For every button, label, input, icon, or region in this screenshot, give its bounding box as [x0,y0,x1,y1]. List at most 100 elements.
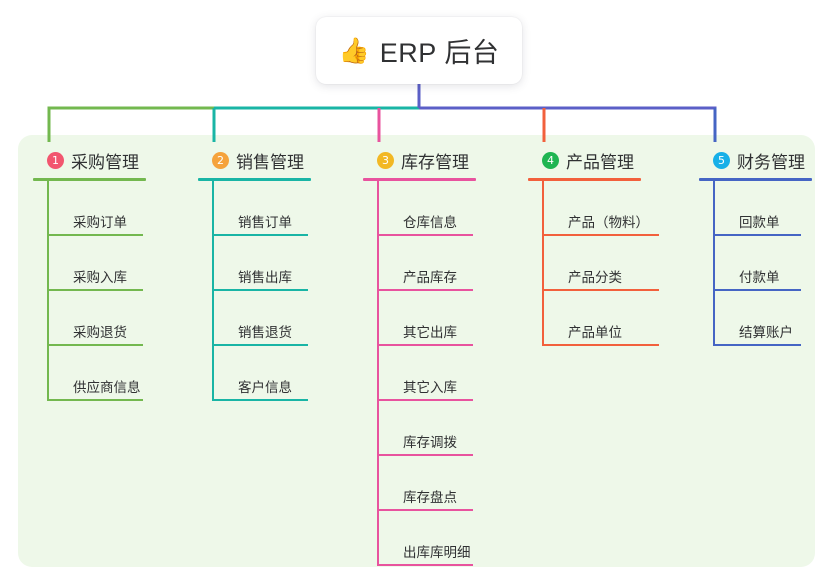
branch-item[interactable]: 其它入库 [377,346,476,401]
branch-title: 产品管理 [566,152,634,172]
branch-item-label: 产品单位 [568,325,622,340]
branch-item-rule [542,344,659,346]
branch-spine [212,181,214,401]
branch-item-rule [377,509,473,511]
branch-item-rule [47,289,143,291]
branch-column: 4 产品管理产品（物料） 产品分类产品单位 [528,147,659,346]
branch-title: 库存管理 [401,152,469,172]
branch-item-label: 销售退货 [238,325,292,340]
branch-item-rule [47,399,143,401]
branch-index-badge: 2 [212,151,229,169]
branch-item-label: 其它入库 [403,380,457,395]
branch-item[interactable]: 销售退货 [212,291,311,346]
branch-spine [377,181,379,566]
branch-item-label: 产品库存 [403,270,457,285]
branch-item-rule [713,234,801,236]
branch-item-rule [713,289,801,291]
branch-item-label: 采购退货 [73,325,127,340]
branch-header[interactable]: 2 销售管理 [198,147,311,173]
branch-item-label: 客户信息 [238,380,292,395]
branch-index-badge: 1 [47,151,64,169]
branch-header[interactable]: 1 采购管理 [33,147,146,173]
branch-item-rule [377,289,473,291]
branch-item[interactable]: 产品（物料） [542,181,659,236]
branch-item-rule [47,344,143,346]
branch-column: 2 销售管理销售订单销售出库销售退货客户信息 [198,147,311,401]
branch-item-label: 采购入库 [73,270,127,285]
branch-item-list: 回款单付款单结算账户 [713,181,812,346]
branch-item[interactable]: 采购入库 [47,236,146,291]
branch-spine [47,181,49,401]
branch-item[interactable]: 产品单位 [542,291,659,346]
branch-item[interactable]: 采购订单 [47,181,146,236]
branch-item-rule [212,289,308,291]
branch-item-label: 付款单 [739,270,780,285]
branch-item-label: 销售订单 [238,215,292,230]
branch-item-list: 仓库信息产品库存其它出库其它入库库存调拨库存盘点出库库明细 [377,181,476,566]
branch-header-rule [699,178,812,181]
branch-index-badge: 3 [377,151,394,169]
branch-title: 采购管理 [71,152,139,172]
branch-item-rule [47,234,143,236]
branch-header[interactable]: 4 产品管理 [528,147,649,173]
branch-item[interactable]: 结算账户 [713,291,812,346]
branch-item[interactable]: 客户信息 [212,346,311,401]
branch-item-rule [377,454,473,456]
branch-item[interactable]: 销售出库 [212,236,311,291]
branch-item-label: 产品（物料） [568,215,649,230]
branch-item[interactable]: 产品库存 [377,236,476,291]
branch-item[interactable]: 其它出库 [377,291,476,346]
branch-index-badge: 5 [713,151,730,169]
diagram-background-panel [18,135,815,567]
branch-column: 3 库存管理仓库信息产品库存其它出库其它入库库存调拨库存盘点出库库明细 [363,147,476,566]
branch-index-badge: 4 [542,151,559,169]
branch-item-list: 销售订单销售出库销售退货客户信息 [212,181,311,401]
branch-item-rule [212,399,308,401]
branch-item[interactable]: 产品分类 [542,236,659,291]
branch-item[interactable]: 库存盘点 [377,456,476,511]
branch-header-rule [363,178,476,181]
branch-item-rule [542,289,659,291]
branch-item-label: 库存盘点 [403,490,457,505]
branch-spine [713,181,715,346]
branch-item[interactable]: 回款单 [713,181,812,236]
branch-item[interactable]: 销售订单 [212,181,311,236]
branch-item-label: 库存调拨 [403,435,457,450]
branch-header-rule [198,178,311,181]
branch-item-label: 结算账户 [739,325,793,340]
branch-item-label: 回款单 [739,215,780,230]
branch-item-label: 其它出库 [403,325,457,340]
branch-item[interactable]: 仓库信息 [377,181,476,236]
branch-title: 销售管理 [236,152,304,172]
branch-item-label: 采购订单 [73,215,127,230]
branch-spine [542,181,544,346]
branch-item-rule [212,234,308,236]
branch-item[interactable]: 供应商信息 [47,346,146,401]
branch-item-label: 出库库明细 [403,545,471,560]
branch-header-rule [528,178,641,181]
branch-item-rule [377,564,473,566]
branch-item-rule [713,344,801,346]
branch-item[interactable]: 付款单 [713,236,812,291]
branch-item-rule [377,234,473,236]
thumbs-up-icon: 👍 [338,36,370,65]
root-title: ERP 后台 [379,38,500,68]
root-node[interactable]: 👍 ERP 后台 [316,17,522,84]
branch-item-label: 销售出库 [238,270,292,285]
branch-item-label: 产品分类 [568,270,622,285]
branch-item-label: 供应商信息 [73,380,141,395]
branch-item-rule [377,399,473,401]
branch-item-label: 仓库信息 [403,215,457,230]
branch-item-list: 采购订单采购入库采购退货供应商信息 [47,181,146,401]
branch-item[interactable]: 出库库明细 [377,511,476,566]
branch-item[interactable]: 库存调拨 [377,401,476,456]
branch-header-rule [33,178,146,181]
branch-item-rule [377,344,473,346]
branch-item-rule [542,234,659,236]
branch-item-list: 产品（物料） 产品分类产品单位 [542,181,659,346]
branch-item[interactable]: 采购退货 [47,291,146,346]
branch-header[interactable]: 3 库存管理 [363,147,476,173]
